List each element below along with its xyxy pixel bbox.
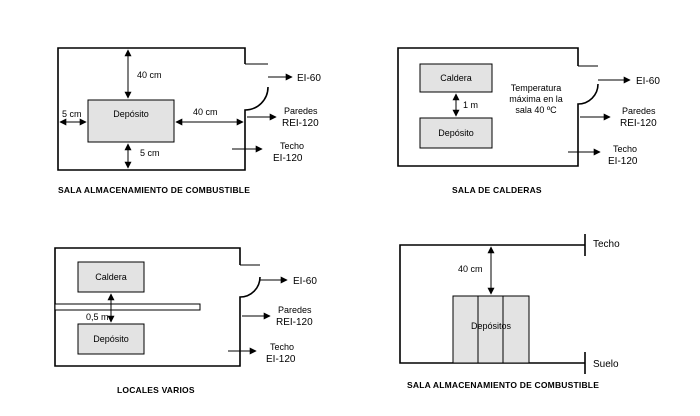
deposit-box	[87, 99, 175, 143]
walls-rating: REI-120	[282, 118, 319, 129]
temperature-line-3: sala 40 ºC	[515, 105, 557, 115]
panel-misc-rooms: Caldera Depósito 0,5 m EI-60 Paredes REI…	[54, 247, 317, 395]
separator-wall	[54, 303, 201, 311]
panel-fuel-storage-section: Depósitos 40 cm Techo Suelo SALA ALMACEN…	[399, 234, 620, 390]
deposits-label: Depósitos	[471, 321, 512, 331]
ceiling-rating: EI-120	[273, 153, 303, 164]
room-outline	[57, 47, 269, 171]
panel-fuel-storage-room: Depósito 40 cm 5 cm 40 cm 5 cm EI-60 Par…	[57, 47, 321, 195]
panel-caption: SALA ALMACENAMIENTO DE COMBUSTIBLE	[58, 185, 250, 195]
deposit-box	[77, 323, 145, 355]
panel-boiler-room: Caldera Depósito 1 m Temperatura máxima …	[397, 47, 660, 195]
door-rating: EI-60	[293, 276, 317, 287]
deposit-tank-2	[477, 295, 504, 364]
panel-caption: SALA ALMACENAMIENTO DE COMBUSTIBLE	[407, 380, 599, 390]
walls-rating: REI-120	[620, 118, 657, 129]
gap-label: 0,5 m	[86, 312, 109, 322]
dim-top-label: 40 cm	[137, 70, 162, 80]
walls-rating: REI-120	[276, 317, 313, 328]
walls-label: Paredes	[622, 106, 656, 116]
dim-bottom-label: 5 cm	[140, 148, 160, 158]
door-rating: EI-60	[636, 76, 660, 87]
dim-left-label: 5 cm	[62, 109, 82, 119]
boiler-box	[419, 63, 493, 93]
door-rating: EI-60	[297, 73, 321, 84]
room-outline	[397, 47, 599, 167]
ceiling-rating: EI-120	[266, 354, 296, 365]
deposit-box	[419, 117, 493, 149]
floor-label: Suelo	[593, 359, 619, 370]
boiler-box	[77, 261, 145, 293]
ceiling-label: Techo	[270, 342, 294, 352]
ceiling-label: Techo	[280, 141, 304, 151]
gap-label: 1 m	[463, 100, 478, 110]
temperature-line-1: Temperatura	[511, 83, 562, 93]
ceiling-rating: EI-120	[608, 156, 638, 167]
ceiling-label: Techo	[613, 144, 637, 154]
dim-right-label: 40 cm	[193, 107, 218, 117]
walls-label: Paredes	[284, 106, 318, 116]
room-outline	[54, 247, 261, 367]
deposit-box-label: Depósito	[438, 128, 474, 138]
deposit-box-label: Depósito	[93, 334, 129, 344]
boiler-box-label: Caldera	[95, 272, 127, 282]
boiler-box-label: Caldera	[440, 73, 472, 83]
panel-caption: SALA DE CALDERAS	[452, 185, 542, 195]
panel-caption: LOCALES VARIOS	[117, 385, 195, 395]
deposit-box-label: Depósito	[113, 109, 149, 119]
deposit-tank-3	[502, 295, 530, 364]
walls-label: Paredes	[278, 305, 312, 315]
temperature-line-2: máxima en la	[509, 94, 563, 104]
ceiling-label: Techo	[593, 239, 620, 250]
dim-top-label: 40 cm	[458, 264, 483, 274]
